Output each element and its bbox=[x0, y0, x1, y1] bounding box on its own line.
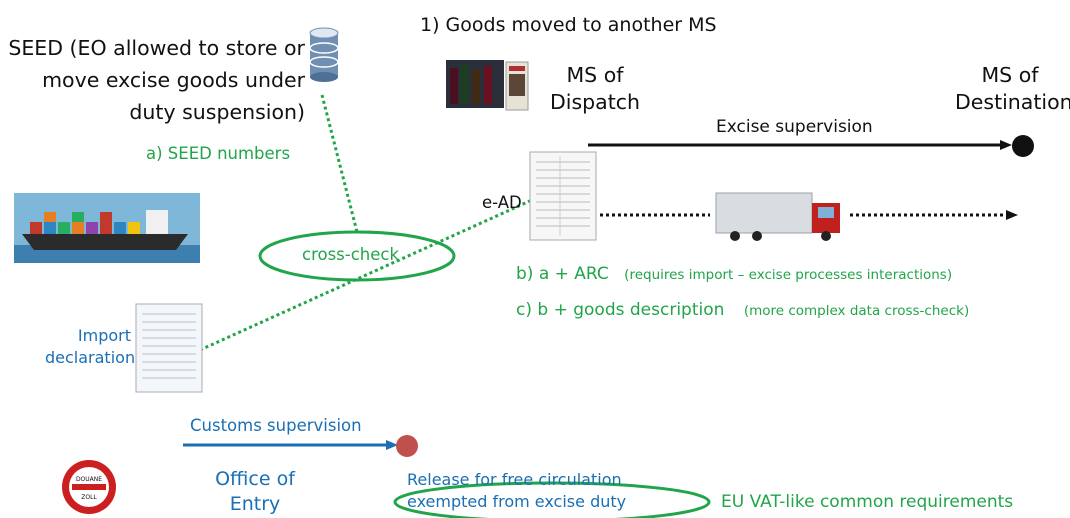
option-b-main: b) a + ARC bbox=[516, 264, 609, 284]
option-c-label: c) b + goods description (more complex d… bbox=[516, 300, 969, 320]
release-ellipse bbox=[393, 481, 711, 518]
import-declaration-line2: declaration bbox=[45, 348, 136, 367]
ms-dispatch-label: MS of Dispatch bbox=[540, 62, 650, 116]
option-c-note: (more complex data cross-check) bbox=[743, 303, 970, 319]
container-ship-icon bbox=[14, 193, 200, 263]
ms-dispatch-line1: MS of bbox=[566, 63, 624, 87]
import-to-ead-connector bbox=[199, 198, 533, 352]
ead-document-icon bbox=[529, 151, 597, 241]
database-icon bbox=[309, 27, 339, 82]
customs-supervision-label: Customs supervision bbox=[190, 416, 362, 435]
option-b-label: b) a + ARC (requires import – excise pro… bbox=[516, 264, 952, 284]
seed-numbers-label: a) SEED numbers bbox=[146, 144, 291, 163]
office-of-entry-line2: Entry bbox=[229, 493, 281, 515]
release-line1: Release for free circulation bbox=[407, 470, 622, 489]
excise-arrowhead-icon bbox=[1000, 140, 1012, 150]
seed-to-crosscheck-connector bbox=[320, 94, 359, 233]
office-of-entry-dot-icon bbox=[396, 435, 418, 457]
cross-check-label: cross-check bbox=[302, 245, 400, 264]
office-of-entry-label: Office of Entry bbox=[200, 467, 310, 517]
import-declaration-line1: Import bbox=[77, 326, 131, 345]
goods-bottles-icon bbox=[446, 60, 529, 111]
cross-check-ellipse bbox=[258, 230, 456, 282]
import-declaration-document-icon bbox=[135, 303, 203, 393]
office-of-entry-line1: Office of bbox=[215, 468, 295, 490]
movement-arrowhead-icon bbox=[1006, 210, 1018, 220]
customs-stop-sign-icon: DOUANE ZOLL bbox=[62, 460, 116, 514]
ms-destination-label: MS of Destination bbox=[955, 62, 1070, 116]
release-label: Release for free circulation exempted fr… bbox=[407, 469, 626, 513]
vat-requirements-label: EU VAT-like common requirements bbox=[721, 492, 1014, 512]
ms-destination-line2: Destination bbox=[955, 90, 1070, 114]
destination-dot-icon bbox=[1012, 135, 1034, 157]
slide-title: 1) Goods moved to another MS bbox=[420, 14, 717, 36]
customs-arrowhead-icon bbox=[386, 440, 398, 450]
excise-supervision-label: Excise supervision bbox=[716, 117, 873, 137]
ms-destination-line1: MS of bbox=[981, 63, 1039, 87]
truck-icon bbox=[715, 192, 840, 241]
sign-top-text: DOUANE bbox=[76, 476, 102, 483]
sign-bottom-text: ZOLL bbox=[81, 494, 97, 501]
option-c-main: c) b + goods description bbox=[516, 300, 725, 320]
release-line2: exempted from excise duty bbox=[407, 492, 627, 511]
ead-label: e-AD bbox=[482, 193, 522, 212]
seed-label: SEED (EO allowed to store or move excise… bbox=[8, 36, 305, 124]
import-declaration-label: Import declaration bbox=[45, 325, 136, 369]
option-b-note: (requires import – excise processes inte… bbox=[624, 267, 953, 283]
ms-dispatch-line2: Dispatch bbox=[549, 90, 641, 114]
